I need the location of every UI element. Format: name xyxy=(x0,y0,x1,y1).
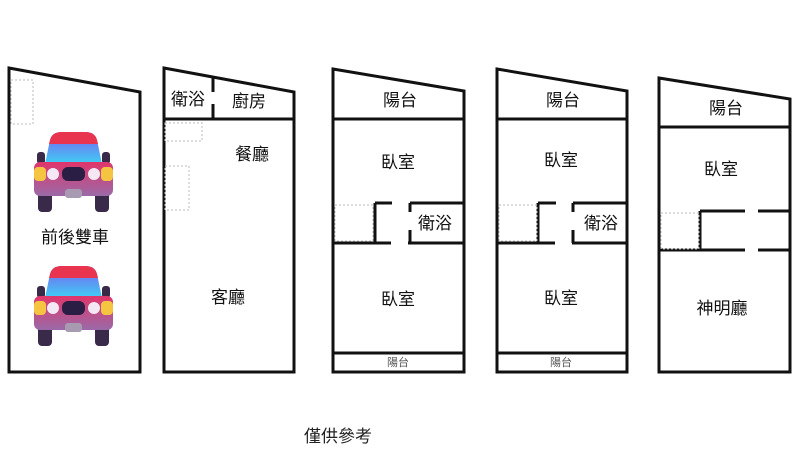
floor-5-plan: 陽台 臥室 神明廳 xyxy=(657,76,792,374)
floor-1-outline xyxy=(7,66,142,374)
room-label-bedroom: 臥室 xyxy=(381,290,415,310)
floor-5-outline xyxy=(657,76,792,374)
room-label-rear-balcony: 陽台 xyxy=(387,355,409,369)
stairs-icon xyxy=(334,204,374,242)
car-icon xyxy=(34,266,113,346)
room-label-kitchen: 廚房 xyxy=(232,91,266,112)
car-icon xyxy=(34,132,113,212)
room-label-shrine: 神明廳 xyxy=(697,299,748,319)
room-label-bath: 衛浴 xyxy=(418,214,452,234)
stairs-icon xyxy=(660,212,700,250)
room-label-front-balcony: 陽台 xyxy=(383,91,417,111)
floor-2-outline xyxy=(162,66,296,374)
floor-2-plan: 衛浴 廚房 餐廳 客廳 xyxy=(162,66,296,374)
floor-1-plan: 前後雙車 xyxy=(7,66,142,374)
caption: 僅供參考 xyxy=(304,427,372,447)
room-label-garage: 前後雙車 xyxy=(41,228,109,248)
floor-3-plan: 陽台 臥室 衛浴 臥室 陽台 xyxy=(331,67,466,374)
stairs-icon xyxy=(498,204,538,242)
room-label-front-balcony: 陽台 xyxy=(546,91,580,111)
room-label-bath: 衛浴 xyxy=(584,214,618,234)
room-label-bath: 衛浴 xyxy=(171,90,205,110)
floor-4-outline xyxy=(495,67,629,374)
room-label-dining: 餐廳 xyxy=(235,145,269,165)
room-label-living: 客廳 xyxy=(211,288,245,308)
room-label-bedroom: 臥室 xyxy=(381,153,415,173)
stairs-icon xyxy=(164,122,203,142)
room-label-rear-balcony: 陽台 xyxy=(550,355,572,369)
stairs-icon xyxy=(10,79,34,125)
stairs-icon xyxy=(164,165,190,211)
floor-4-plan: 陽台 臥室 衛浴 臥室 陽台 xyxy=(495,67,629,374)
room-label-bedroom: 臥室 xyxy=(704,160,738,180)
room-label-bedroom: 臥室 xyxy=(544,151,578,171)
room-label-bedroom: 臥室 xyxy=(544,289,578,309)
floor-3-outline xyxy=(331,67,466,374)
room-label-front-balcony: 陽台 xyxy=(709,99,743,119)
